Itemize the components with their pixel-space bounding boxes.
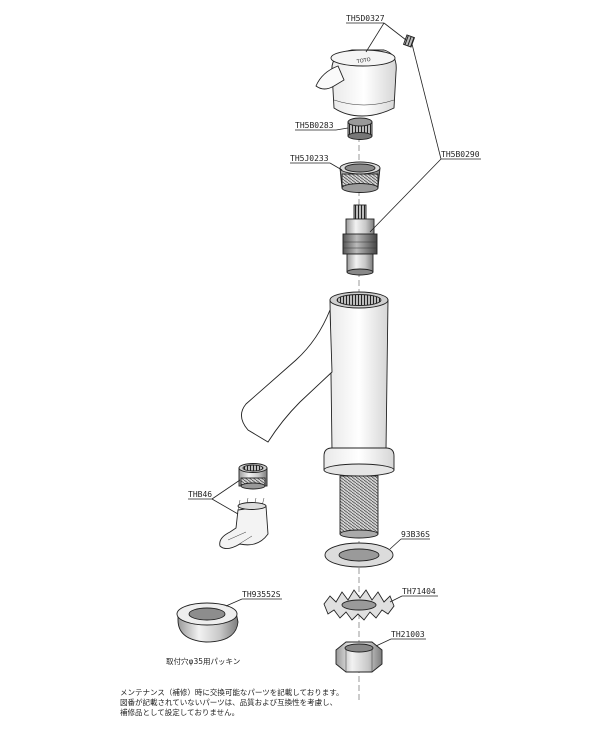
lever-handle: TOTO bbox=[315, 49, 397, 117]
hex-nut bbox=[335, 641, 383, 673]
label-nut: TH21003 bbox=[375, 630, 426, 647]
lock-washer bbox=[323, 589, 395, 621]
label-cartridge: TH5B0290 bbox=[369, 43, 481, 233]
label-aerator: THB46 bbox=[188, 479, 241, 515]
note-line-2: 図番が記載されていないパーツは、品質および互換性を考慮し、 bbox=[120, 698, 338, 707]
flat-washer bbox=[324, 542, 394, 568]
svg-text:TH21003: TH21003 bbox=[391, 630, 425, 639]
label-lock-washer: TH71404 bbox=[389, 587, 438, 603]
packing-caption: 取付穴φ35用パッキン bbox=[166, 656, 240, 666]
cartridge bbox=[342, 204, 378, 276]
svg-text:TH5D0327: TH5D0327 bbox=[346, 14, 385, 23]
svg-text:TH5B0283: TH5B0283 bbox=[295, 121, 334, 130]
note-line-3: 補修品として設定しておりません。 bbox=[120, 708, 240, 717]
cap-nut bbox=[339, 161, 381, 193]
label-cap-nut: TH5J0233 bbox=[290, 154, 343, 171]
aerator-wrench bbox=[219, 497, 269, 549]
set-screw bbox=[402, 34, 416, 48]
svg-text:TH93552S: TH93552S bbox=[242, 590, 281, 599]
svg-text:TH5B0290: TH5B0290 bbox=[441, 150, 480, 159]
svg-text:TH5J0233: TH5J0233 bbox=[290, 154, 329, 163]
label-washer: 93B36S bbox=[389, 530, 430, 550]
note-line-1: メンテナンス（補修）時に交換可能なパーツを記載しております。 bbox=[120, 688, 344, 697]
top-ring bbox=[347, 117, 373, 140]
aerator bbox=[238, 463, 268, 490]
label-mount-packing: TH93552S bbox=[225, 590, 282, 607]
handle-logo: TOTO bbox=[355, 57, 371, 66]
svg-text:93B36S: 93B36S bbox=[401, 530, 430, 539]
mount-packing bbox=[176, 602, 239, 643]
svg-text:TH71404: TH71404 bbox=[402, 587, 436, 596]
label-top-ring: TH5B0283 bbox=[295, 121, 349, 131]
label-lever-handle: TH5D0327 bbox=[346, 14, 407, 53]
faucet-body bbox=[241, 291, 395, 539]
svg-text:THB46: THB46 bbox=[188, 490, 212, 499]
